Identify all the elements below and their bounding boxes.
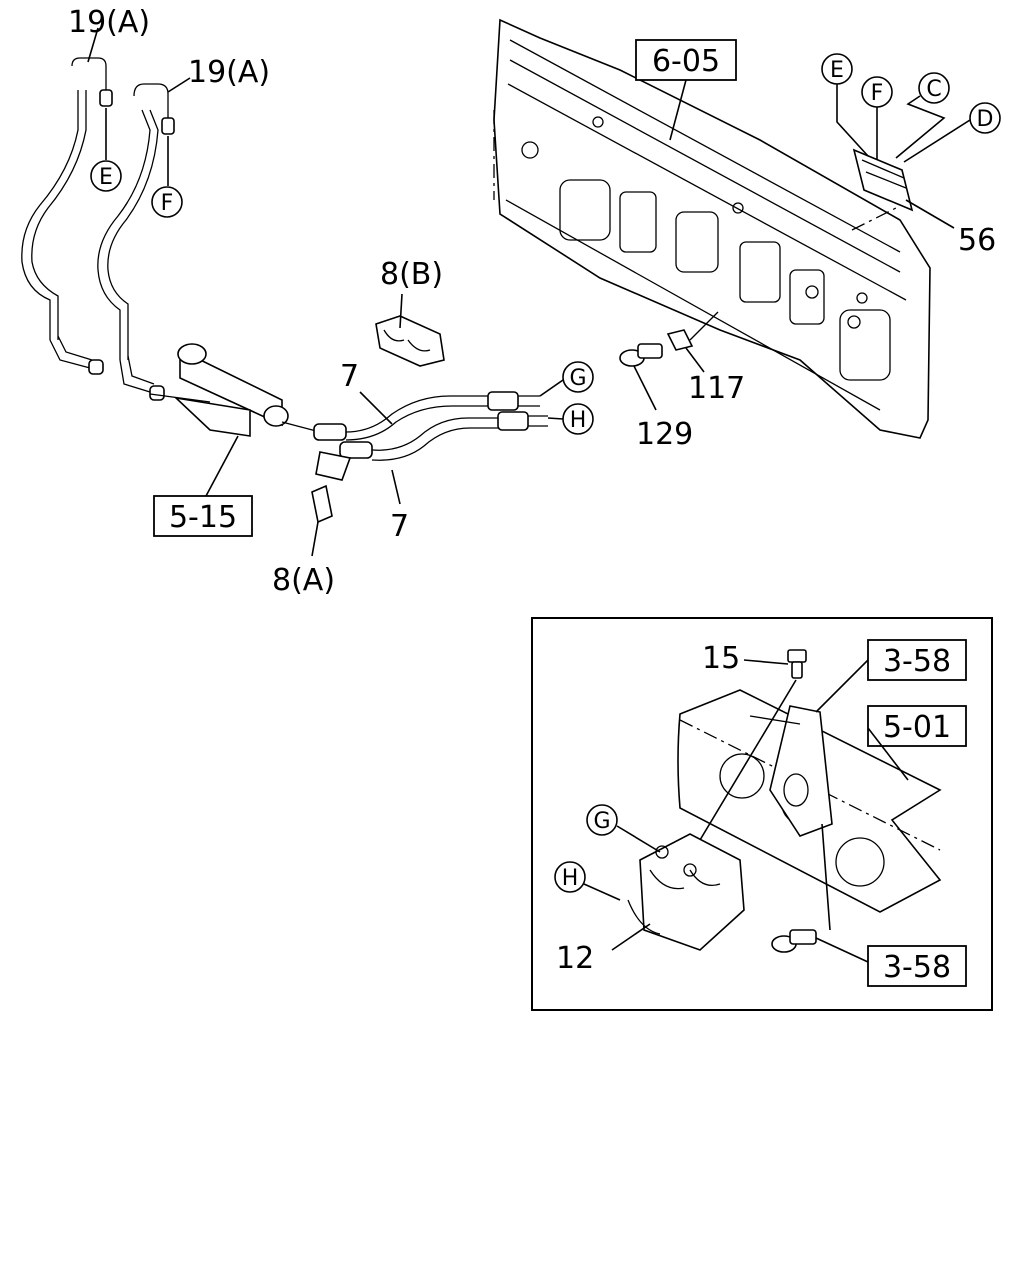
svg-text:6-05: 6-05 <box>652 44 720 79</box>
svg-text:3-58: 3-58 <box>883 644 951 679</box>
detail-inset-frame <box>531 617 993 1011</box>
pipe-19a-left <box>21 27 113 375</box>
svg-text:E: E <box>99 165 113 190</box>
svg-text:G: G <box>569 366 586 391</box>
connector-g-pipe: G <box>562 361 594 393</box>
callout-3-58-top: 3-58 <box>867 639 967 681</box>
svg-text:3-58: 3-58 <box>883 950 951 985</box>
callout-3-58-bottom: 3-58 <box>867 945 967 987</box>
svg-text:F: F <box>871 81 884 106</box>
label-56: 56 <box>958 223 996 258</box>
svg-text:D: D <box>977 107 994 132</box>
connector-g-inset: G <box>586 804 618 836</box>
svg-text:5-15: 5-15 <box>169 500 237 535</box>
connector-e-left: E <box>90 160 122 192</box>
connector-f-left: F <box>151 186 183 218</box>
connector-e-panel: E <box>821 53 853 85</box>
front-panel <box>493 18 931 439</box>
svg-text:H: H <box>562 866 579 891</box>
callout-6-05: 6-05 <box>635 39 737 81</box>
label-19a-left: 19(A) <box>68 5 150 40</box>
label-8b: 8(B) <box>380 257 443 292</box>
bolt-129 <box>619 343 663 367</box>
clip-8a <box>311 451 352 524</box>
bolt-3-58 <box>771 929 817 953</box>
label-15: 15 <box>702 641 740 676</box>
connector-bracket-56 <box>852 148 914 212</box>
label-19a-right: 19(A) <box>188 55 270 90</box>
svg-text:G: G <box>593 809 610 834</box>
label-129: 129 <box>636 417 693 452</box>
svg-text:F: F <box>161 191 174 216</box>
pipe-19a-right <box>97 77 191 401</box>
connector-d-panel: D <box>969 102 1001 134</box>
oil-cooler <box>149 343 321 437</box>
svg-text:E: E <box>830 58 844 83</box>
svg-text:5-01: 5-01 <box>883 710 951 745</box>
svg-text:C: C <box>926 77 941 102</box>
callout-5-15: 5-15 <box>153 495 253 537</box>
callout-5-01: 5-01 <box>867 705 967 747</box>
clip-8b <box>375 315 445 367</box>
clip-117 <box>666 329 694 351</box>
label-7-lower: 7 <box>390 509 409 544</box>
connector-f-panel: F <box>861 76 893 108</box>
label-12: 12 <box>556 941 594 976</box>
connector-h-pipe: H <box>562 403 594 435</box>
bolt-15 <box>787 649 807 679</box>
hose-7 <box>313 391 548 461</box>
connector-c-panel: C <box>918 72 950 104</box>
valve-block-12 <box>627 833 745 951</box>
label-7-upper: 7 <box>340 359 359 394</box>
label-117: 117 <box>688 371 745 406</box>
mount-bracket <box>749 705 833 837</box>
label-8a: 8(A) <box>272 563 335 598</box>
connector-h-inset: H <box>554 861 586 893</box>
svg-text:H: H <box>570 408 587 433</box>
